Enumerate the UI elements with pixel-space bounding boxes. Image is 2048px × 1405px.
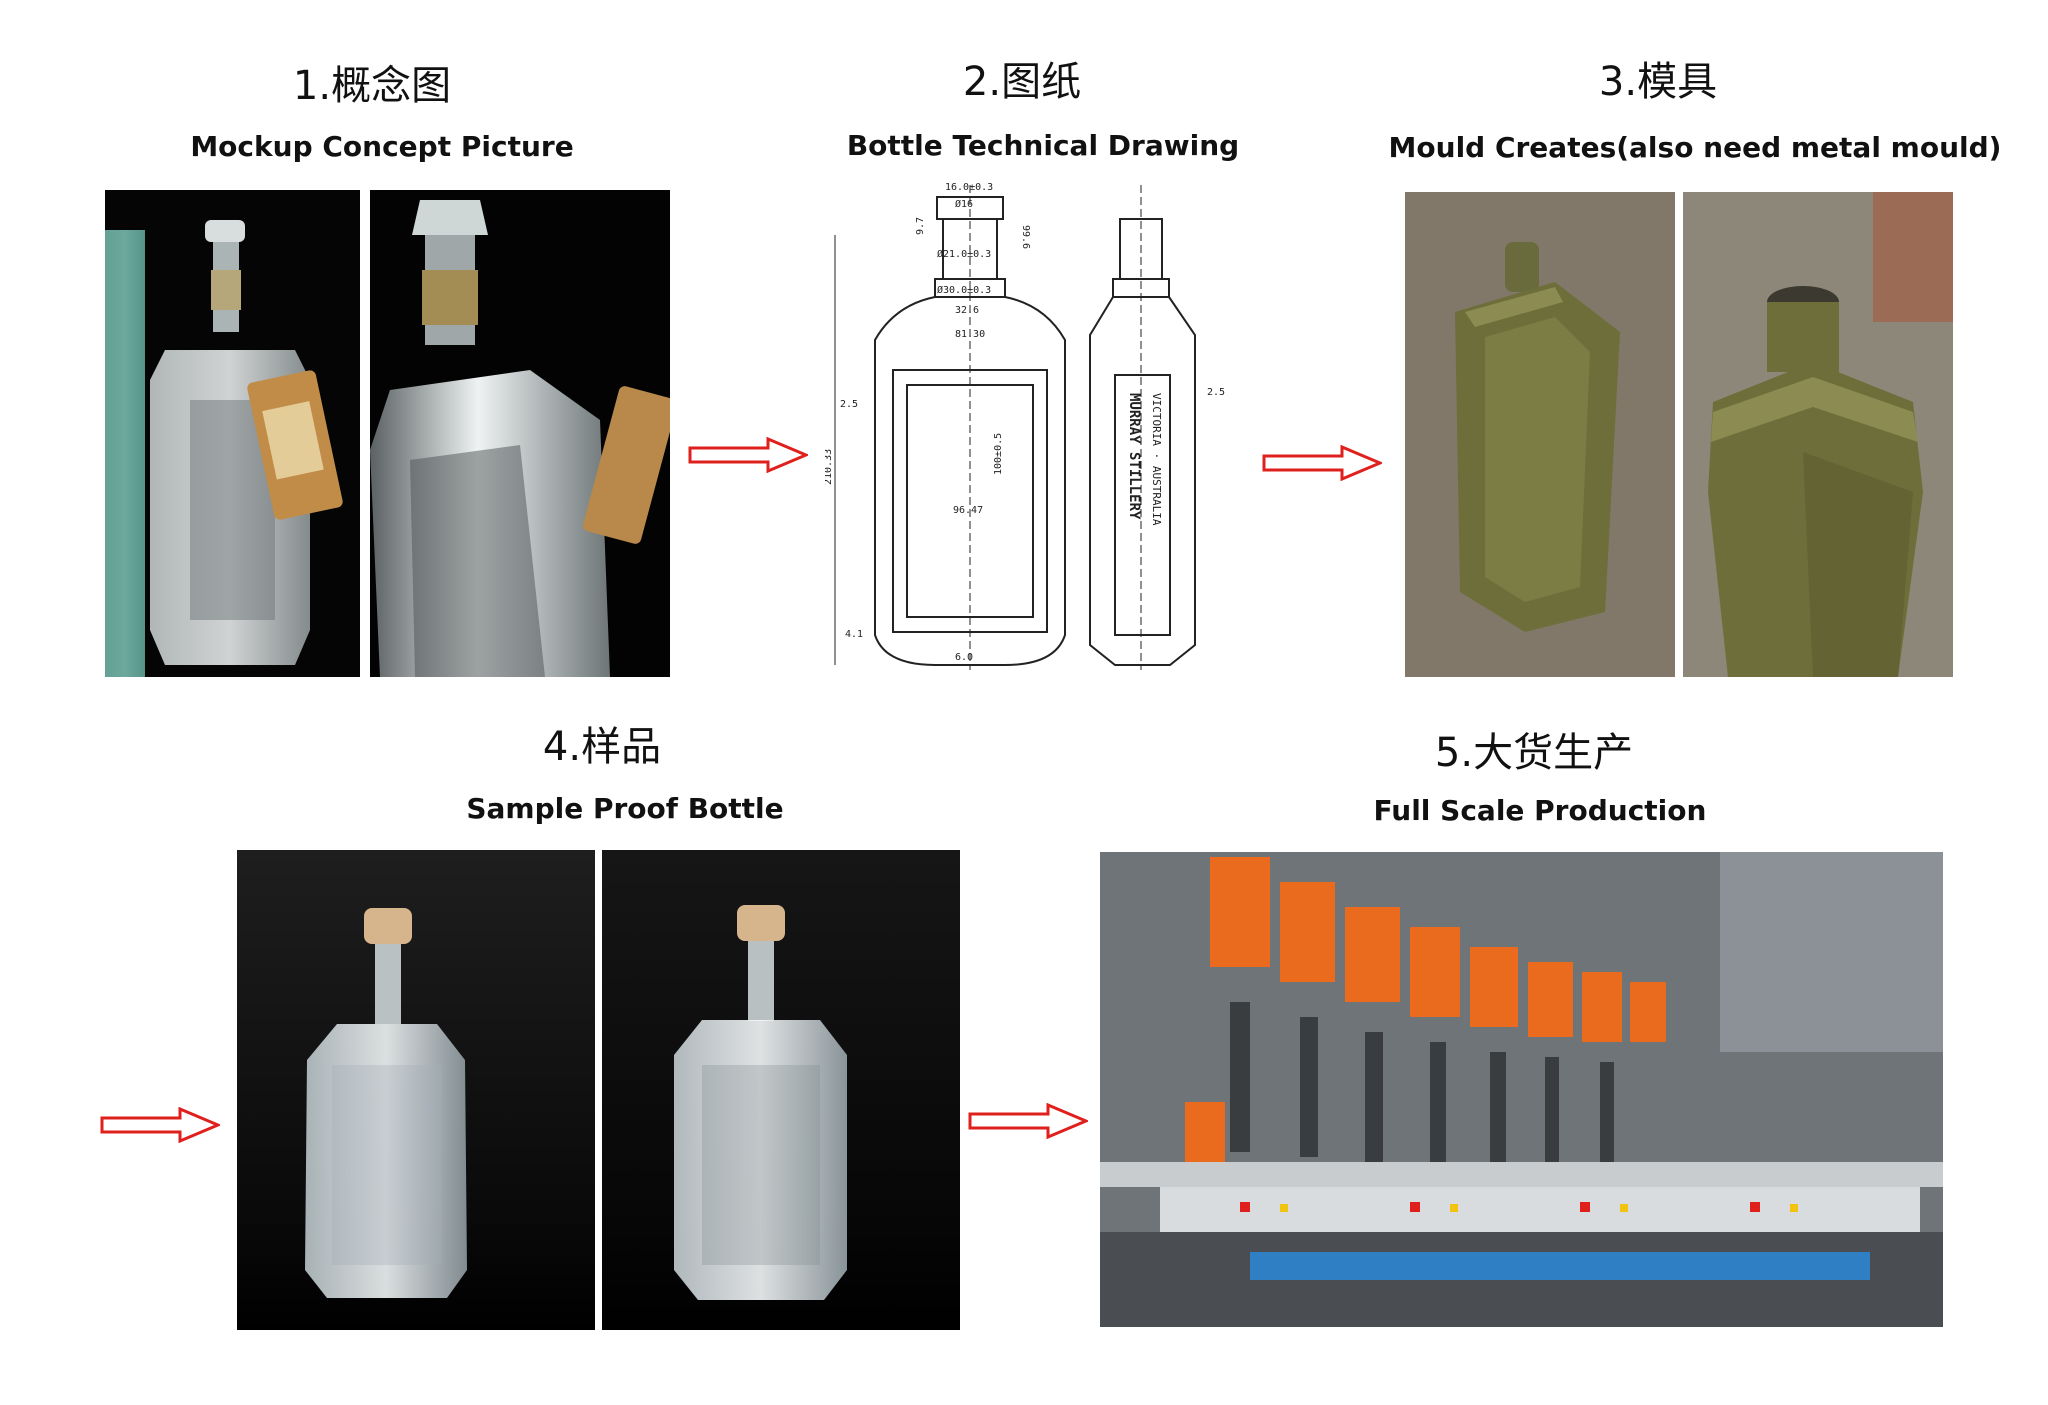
svg-text:VICTORIA · AUSTRALIA: VICTORIA · AUSTRALIA	[1150, 393, 1163, 526]
svg-text:Ø21.0±0.3: Ø21.0±0.3	[937, 248, 991, 260]
svg-text:100±0.5: 100±0.5	[993, 433, 1004, 475]
svg-text:2.5: 2.5	[1207, 387, 1225, 398]
step-3-subtitle: Mould Creates(also need metal mould)	[1388, 131, 2002, 164]
svg-text:2.5: 2.5	[840, 399, 858, 410]
sample-photo-front	[602, 850, 960, 1330]
svg-text:99.6: 99.6	[1020, 225, 1031, 249]
svg-text:81.30: 81.30	[955, 329, 985, 340]
technical-drawing: 16.0±0.3 Ø16 9.7 99.6 Ø21.0±0.3 Ø30.0±0.…	[825, 175, 1240, 675]
step-4-subtitle: Sample Proof Bottle	[466, 792, 784, 825]
svg-text:9.7: 9.7	[915, 217, 926, 235]
concept-photo-front	[105, 190, 360, 677]
sample-photo-side	[237, 850, 595, 1330]
arrow-right-icon	[100, 1107, 220, 1143]
svg-text:6.0: 6.0	[955, 652, 973, 663]
svg-text:32.6: 32.6	[955, 305, 979, 316]
svg-text:4.1: 4.1	[845, 629, 863, 640]
concept-photo-closeup	[370, 190, 670, 677]
svg-text:Ø16: Ø16	[955, 198, 973, 210]
svg-text:210.33: 210.33	[825, 449, 834, 485]
step-1-subtitle: Mockup Concept Picture	[190, 130, 574, 163]
arrow-right-icon	[968, 1103, 1088, 1139]
step-2-subtitle: Bottle Technical Drawing	[846, 129, 1240, 162]
step-1-title: 1.概念图	[292, 63, 452, 109]
svg-text:16.0±0.3: 16.0±0.3	[945, 182, 993, 193]
mould-photo-2	[1683, 192, 1953, 677]
step-2-title: 2.图纸	[962, 59, 1082, 105]
svg-text:MURRAY STILLERY: MURRAY STILLERY	[1126, 393, 1142, 520]
arrow-right-icon	[688, 437, 808, 473]
step-3-title: 3.模具	[1598, 59, 1718, 105]
mould-photo-1	[1405, 192, 1675, 677]
arrow-right-icon	[1262, 445, 1382, 481]
step-5-title: 5.大货生产	[1434, 730, 1634, 776]
step-4-title: 4.样品	[542, 724, 662, 770]
svg-text:96.47: 96.47	[953, 505, 983, 516]
production-machine-photo	[1100, 852, 1943, 1327]
step-5-subtitle: Full Scale Production	[1373, 794, 1707, 827]
svg-text:Ø30.0±0.3: Ø30.0±0.3	[937, 284, 991, 296]
